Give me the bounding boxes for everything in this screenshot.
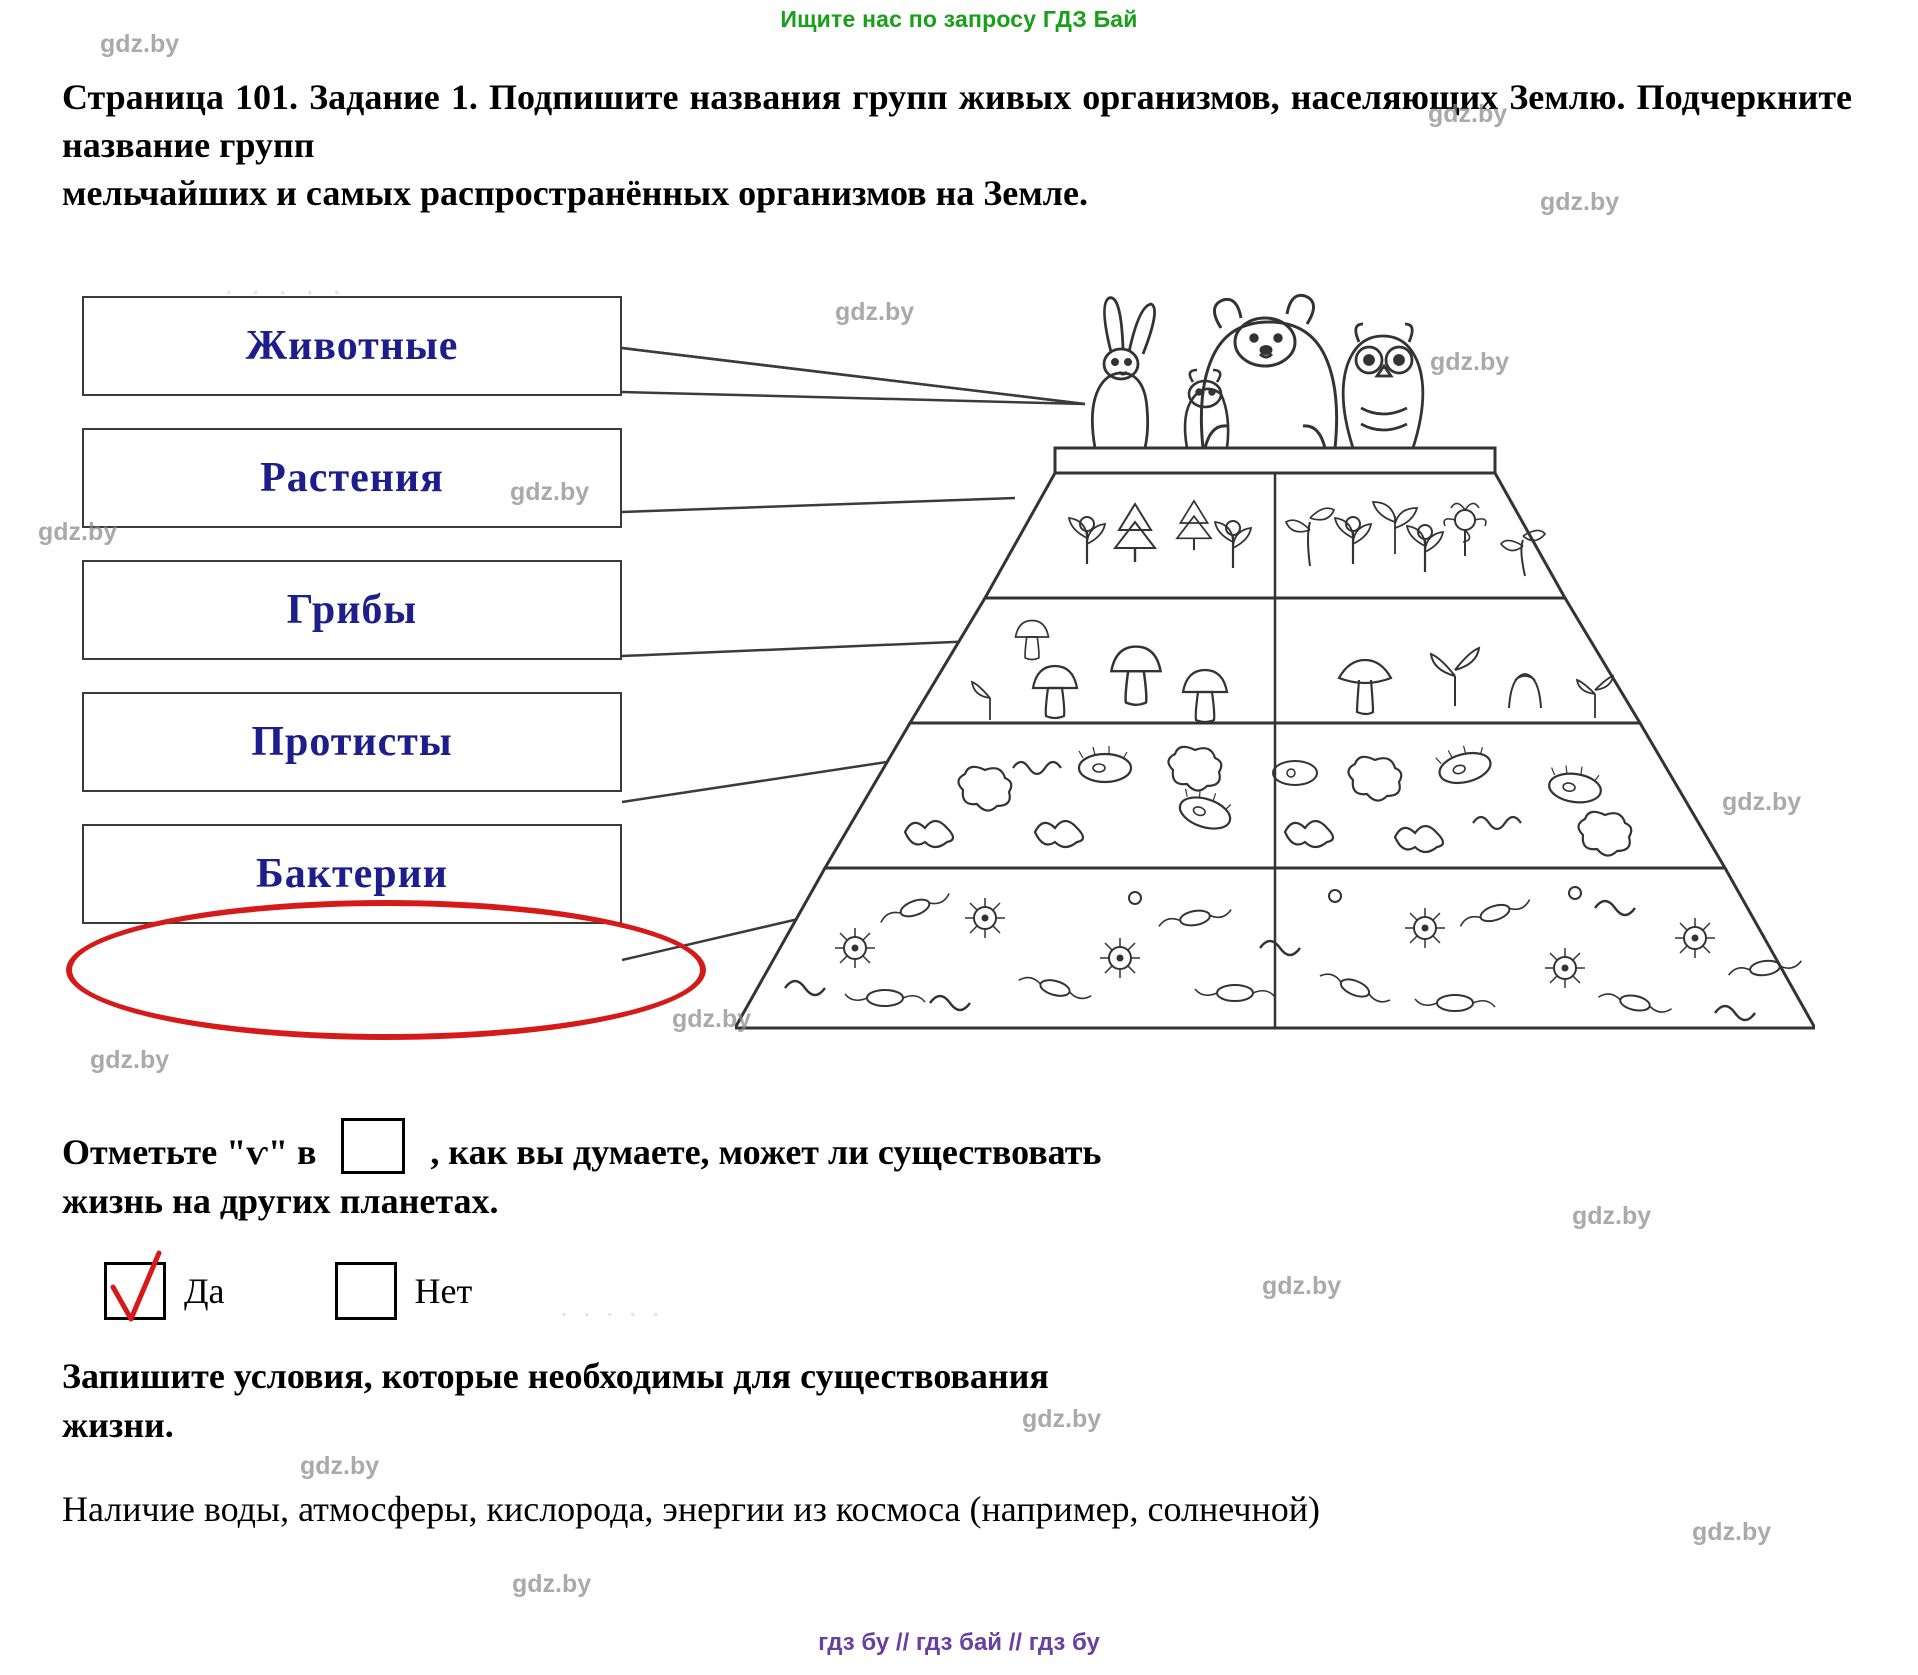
answer-no-label: Нет (414, 1271, 473, 1311)
scan-ghost-text-2: . . . . . (560, 1290, 664, 1323)
answer-yes-label: Да (184, 1271, 225, 1311)
label-protists-text: Протисты (251, 719, 453, 765)
footer-promo: гдз бу // гдз бай // гдз бу (0, 1629, 1918, 1657)
q2-mark: ѵ (246, 1132, 268, 1172)
question-mark-instruction: Отметьте "ѵ" в , как вы думаете, может л… (62, 1118, 1862, 1225)
check-mark-icon (110, 1250, 162, 1322)
label-box-protists[interactable]: Протисты (82, 692, 622, 792)
label-box-animals[interactable]: Животные (82, 296, 622, 396)
q2-part2: " в (267, 1132, 317, 1172)
watermark-9: gdz.by (90, 1046, 170, 1074)
page-title: Страница 101. Задание 1. Подпишите назва… (62, 74, 1852, 218)
label-plants-text: Растения (260, 455, 444, 501)
checkbox-no[interactable] (334, 1262, 397, 1320)
label-box-bacteria[interactable]: Бактерии (82, 824, 622, 924)
answer-yes[interactable]: Да (104, 1250, 225, 1322)
q2-part3: , как вы думаете, может ли существовать (430, 1132, 1102, 1172)
promo-top-banner: Ищите нас по запросу ГДЗ Бай (780, 6, 1138, 32)
task-heading-main: Страница 101. Задание 1. Подпишите назва… (62, 77, 1852, 165)
answer-no[interactable]: Нет (334, 1262, 473, 1320)
label-box-fungi[interactable]: Грибы (82, 560, 622, 660)
footer-right: гдз бу (1028, 1629, 1100, 1656)
label-boxes-column: Животные Растения Грибы Протисты Бактери… (82, 296, 622, 956)
watermark-13: gdz.by (300, 1452, 380, 1480)
footer-left: гдз бу (818, 1629, 890, 1656)
q3-line1: Запишите условия, которые необходимы для… (62, 1356, 1049, 1396)
handwritten-answer: Наличие воды, атмосферы, кислорода, энер… (62, 1489, 1320, 1529)
question-conditions-instruction: Запишите условия, которые необходимы для… (62, 1352, 1862, 1449)
label-fungi-text: Грибы (286, 587, 418, 633)
label-animals-text: Животные (245, 323, 459, 369)
watermark-0: gdz.by (100, 30, 180, 58)
q2-part1: Отметьте " (62, 1132, 247, 1172)
label-box-plants[interactable]: Растения (82, 428, 622, 528)
yes-no-answers: Да Нет (104, 1250, 473, 1322)
q3-line2: жизни. (62, 1404, 174, 1445)
life-pyramid-illustration (732, 268, 1818, 1088)
footer-mid: гдз бай (915, 1629, 1003, 1656)
footer-sep-2: // (1008, 1629, 1023, 1656)
inline-empty-checkbox[interactable] (341, 1118, 406, 1174)
watermark-10: gdz.by (1262, 1272, 1342, 1300)
label-bacteria-text: Бактерии (256, 851, 448, 897)
footer-sep-1: // (895, 1629, 910, 1656)
checkbox-yes[interactable] (104, 1250, 166, 1322)
watermark-15: gdz.by (512, 1570, 592, 1598)
q2-part4: жизнь на других планетах. (62, 1180, 499, 1221)
task-heading-last: мельчайших и самых распространённых орга… (62, 172, 1088, 213)
